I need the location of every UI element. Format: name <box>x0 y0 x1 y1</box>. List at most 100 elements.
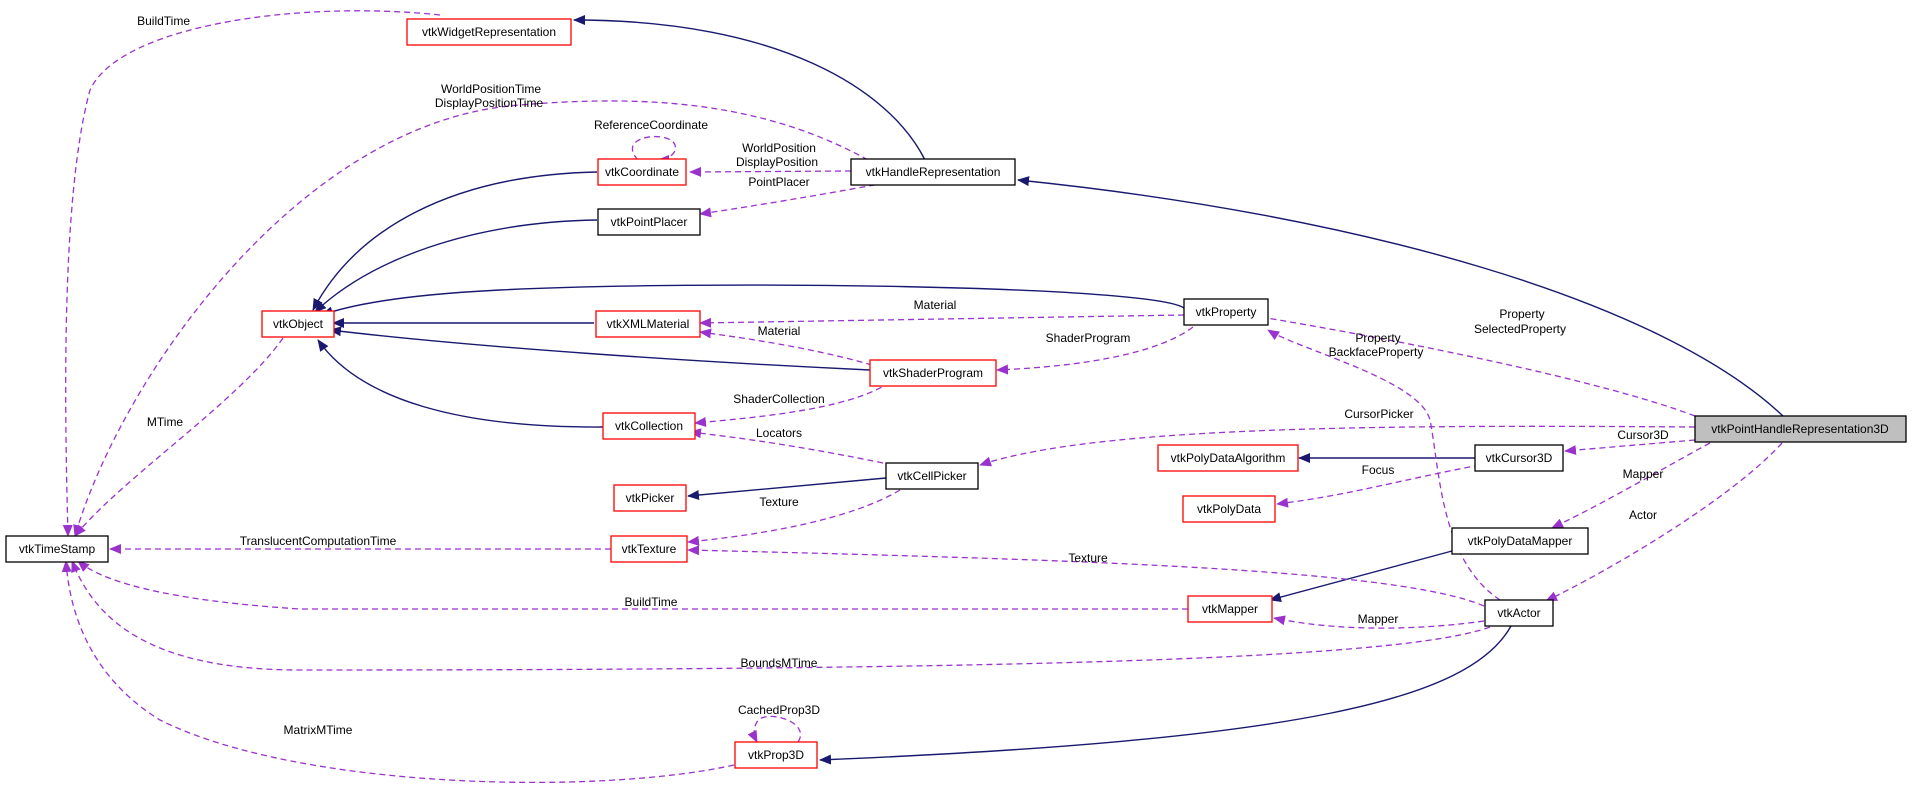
label-boundsmtime: BoundsMTime <box>741 656 818 670</box>
node-vtkshaderprogram[interactable]: vtkShaderProgram <box>869 359 997 387</box>
node-vtkproperty-label: vtkProperty <box>1196 305 1257 319</box>
label-property-selected-2: SelectedProperty <box>1474 322 1566 336</box>
node-vtkshaderprogram-label: vtkShaderProgram <box>883 366 983 380</box>
edge-actor-mapper <box>1273 615 1485 629</box>
edge-widget-buildtime <box>62 10 441 537</box>
edge-coordinate-to-object <box>312 171 598 311</box>
edge-pointplacer-to-object <box>314 219 598 313</box>
edge-coordinate-reference <box>631 135 677 165</box>
node-vtkcellpicker[interactable]: vtkCellPicker <box>885 462 979 490</box>
edge-pointhandle-actor <box>1545 442 1783 602</box>
node-vtkwidgetrepresentation-label: vtkWidgetRepresentation <box>422 25 556 39</box>
label-pointplacer: PointPlacer <box>748 175 809 189</box>
node-vtkpolydataalgorithm[interactable]: vtkPolyDataAlgorithm <box>1157 444 1299 472</box>
edge-pointhandle-cursor3d <box>1564 439 1696 456</box>
edge-labels: BuildTime WorldPositionTime DisplayPosit… <box>137 14 1669 737</box>
label-material-shader: Material <box>758 324 801 338</box>
label-mtime: MTime <box>147 415 184 429</box>
node-vtkpolydata-label: vtkPolyData <box>1197 502 1261 516</box>
edge-mapper-buildtime <box>77 560 1188 610</box>
label-locators: Locators <box>756 426 802 440</box>
node-vtkcollection[interactable]: vtkCollection <box>602 412 696 440</box>
usage-edges <box>61 10 1783 784</box>
edge-property-material <box>699 314 1185 328</box>
node-vtkcollection-label: vtkCollection <box>615 419 683 433</box>
node-vtkpolydatamapper-label: vtkPolyDataMapper <box>1468 534 1573 548</box>
node-vtktimestamp-label: vtkTimeStamp <box>19 542 96 556</box>
node-vtkpointhandlerepresentation3d[interactable]: vtkPointHandleRepresentation3D <box>1694 415 1907 443</box>
node-vtkprop3d-label: vtkProp3D <box>748 748 804 762</box>
node-vtkhandlerepresentation-label: vtkHandleRepresentation <box>866 165 1001 179</box>
edge-handle-pointplacer <box>699 182 886 218</box>
label-mapper-top: Mapper <box>1623 467 1664 481</box>
edge-cellpicker-locators <box>689 428 894 466</box>
label-worldposition: WorldPosition <box>742 141 816 155</box>
node-vtkproperty[interactable]: vtkProperty <box>1183 298 1269 326</box>
edge-shader-to-object <box>329 326 871 371</box>
edge-pointhandle-cursorpicker <box>979 425 1696 467</box>
node-vtkpolydata[interactable]: vtkPolyData <box>1182 495 1276 523</box>
node-vtkpolydataalgorithm-label: vtkPolyDataAlgorithm <box>1171 451 1286 465</box>
label-worldpositiontime: WorldPositionTime <box>441 82 541 96</box>
edge-cellpicker-texture <box>687 489 901 546</box>
node-vtkmapper[interactable]: vtkMapper <box>1187 595 1273 623</box>
node-vtkactor[interactable]: vtkActor <box>1484 599 1554 627</box>
node-vtktexture[interactable]: vtkTexture <box>610 535 688 563</box>
node-vtkcoordinate[interactable]: vtkCoordinate <box>597 158 687 186</box>
label-displayposition: DisplayPosition <box>736 155 818 169</box>
node-vtkobject-label: vtkObject <box>273 317 324 331</box>
edge-actor-to-prop3d <box>819 625 1512 765</box>
edge-cursor3d-focus <box>1276 464 1481 508</box>
node-vtktimestamp[interactable]: vtkTimeStamp <box>5 535 109 563</box>
edge-collection-to-object <box>317 339 604 428</box>
edge-handle-worldpositiontime <box>73 100 869 537</box>
node-vtkactor-label: vtkActor <box>1497 606 1540 620</box>
inheritance-edges <box>312 15 1784 765</box>
label-matrixmtime: MatrixMTime <box>284 723 353 737</box>
label-displaypositiontime: DisplayPositionTime <box>435 96 544 110</box>
label-property-selected-1: Property <box>1499 307 1544 321</box>
node-vtkpicker-label: vtkPicker <box>626 491 675 505</box>
node-vtkprop3d[interactable]: vtkProp3D <box>734 741 818 769</box>
edge-cellpicker-to-picker <box>687 477 887 500</box>
edge-pointhandle-mapper <box>1551 442 1711 529</box>
node-vtkcellpicker-label: vtkCellPicker <box>897 469 966 483</box>
label-cursor3d: Cursor3D <box>1617 428 1669 442</box>
edge-actor-texture <box>687 545 1485 607</box>
label-texture-cell: Texture <box>759 495 799 509</box>
node-vtkobject[interactable]: vtkObject <box>261 310 335 338</box>
node-vtkmapper-label: vtkMapper <box>1202 602 1258 616</box>
edge-polydatamapper-to-mapper <box>1269 550 1453 602</box>
edge-actor-boundsmtime <box>71 560 1491 671</box>
label-material-prop: Material <box>914 298 957 312</box>
label-buildtime-top: BuildTime <box>137 14 190 28</box>
node-vtkpolydatamapper[interactable]: vtkPolyDataMapper <box>1451 527 1589 555</box>
edge-property-shaderprogram <box>996 326 1194 375</box>
label-property-backface-1: Property <box>1355 331 1400 345</box>
edge-pointhandle-to-handle <box>1017 176 1784 417</box>
label-cachedprop3d: CachedProp3D <box>738 703 820 717</box>
node-vtkpointplacer[interactable]: vtkPointPlacer <box>597 208 701 236</box>
edge-prop3d-cachedprop3d <box>747 715 802 743</box>
node-vtkcursor3d[interactable]: vtkCursor3D <box>1474 444 1564 472</box>
label-focus: Focus <box>1362 463 1395 477</box>
edge-pointhandle-property <box>1248 311 1696 417</box>
label-property-backface-2: BackfaceProperty <box>1329 345 1424 359</box>
edge-handle-coordinate <box>689 166 852 177</box>
label-translucent: TranslucentComputationTime <box>240 534 397 548</box>
node-vtkxmlmaterial[interactable]: vtkXMLMaterial <box>595 310 701 338</box>
node-vtkwidgetrepresentation[interactable]: vtkWidgetRepresentation <box>406 18 572 46</box>
edge-handle-to-widget <box>573 15 926 161</box>
node-vtkpicker[interactable]: vtkPicker <box>613 484 687 512</box>
node-vtkhandlerepresentation[interactable]: vtkHandleRepresentation <box>850 158 1016 186</box>
edge-property-to-object <box>321 284 1185 317</box>
label-cursorpicker: CursorPicker <box>1344 407 1413 421</box>
label-actor: Actor <box>1629 508 1657 522</box>
label-buildtime-bottom: BuildTime <box>625 595 678 609</box>
node-vtkcursor3d-label: vtkCursor3D <box>1486 451 1553 465</box>
node-vtkpointhandlerepresentation3d-label: vtkPointHandleRepresentation3D <box>1711 422 1889 436</box>
node-vtktexture-label: vtkTexture <box>622 542 677 556</box>
node-vtkpointplacer-label: vtkPointPlacer <box>611 215 688 229</box>
node-vtkxmlmaterial-label: vtkXMLMaterial <box>607 317 690 331</box>
